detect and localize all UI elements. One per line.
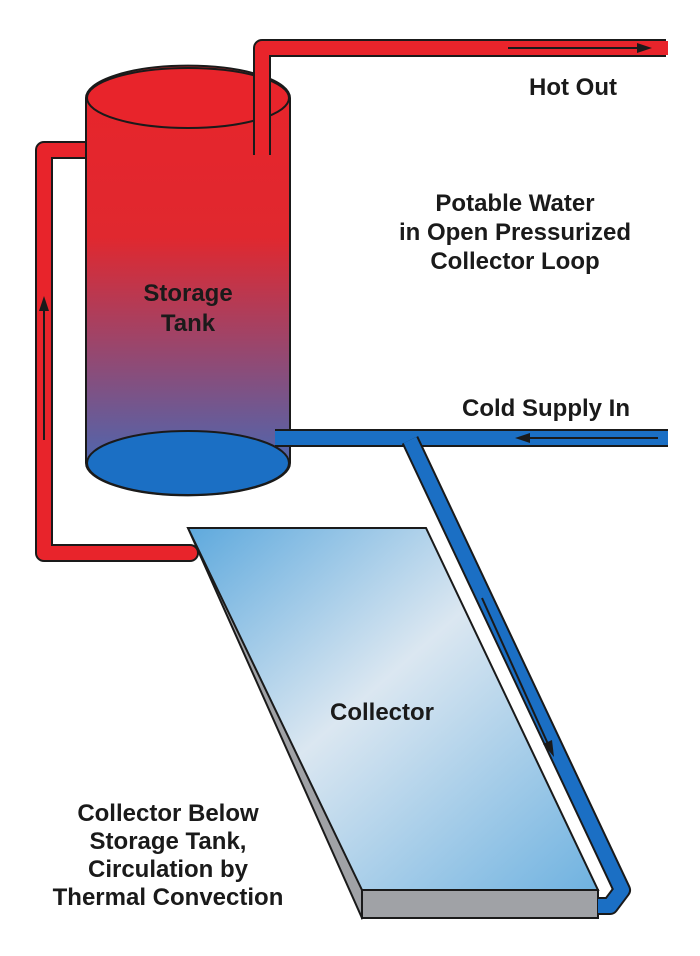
storage-tank-label: Storage Tank [118, 279, 258, 339]
collector-label: Collector [330, 699, 435, 726]
cold-feed-pipe [401, 436, 631, 915]
cold-supply-pipe [275, 429, 668, 447]
note-line-4: Thermal Convection [52, 884, 284, 912]
tank-bottom [86, 430, 290, 496]
collector-note-label: Collector Below Storage Tank, Circulatio… [18, 800, 318, 912]
system-type-label: Potable Water in Open Pressurized Collec… [370, 190, 660, 276]
collector-frame-bottom [361, 889, 599, 919]
hot-return-pipe [35, 141, 199, 562]
collector-panel [186, 527, 600, 920]
flow-arrow-left-icon [515, 433, 530, 443]
collector-glass [186, 527, 600, 891]
cold-supply-in-label: Cold Supply In [462, 395, 630, 422]
note-line-2: Storage Tank, [89, 828, 247, 856]
system-type-line-2: in Open Pressurized [398, 218, 632, 246]
flow-arrow-up-icon [39, 296, 49, 311]
system-type-line-3: Collector Loop [430, 247, 600, 275]
flow-arrow-down-icon [543, 740, 554, 757]
flow-arrow-right-icon [637, 43, 652, 53]
storage-tank-line-2: Tank [160, 310, 216, 337]
storage-tank-line-1: Storage [143, 280, 233, 307]
hot-out-pipe [253, 39, 668, 155]
note-line-3: Circulation by [87, 856, 249, 884]
storage-tank [85, 64, 291, 497]
system-type-line-1: Potable Water [435, 190, 595, 217]
hot-out-label: Hot Out [529, 74, 617, 101]
note-line-1: Collector Below [77, 800, 259, 827]
